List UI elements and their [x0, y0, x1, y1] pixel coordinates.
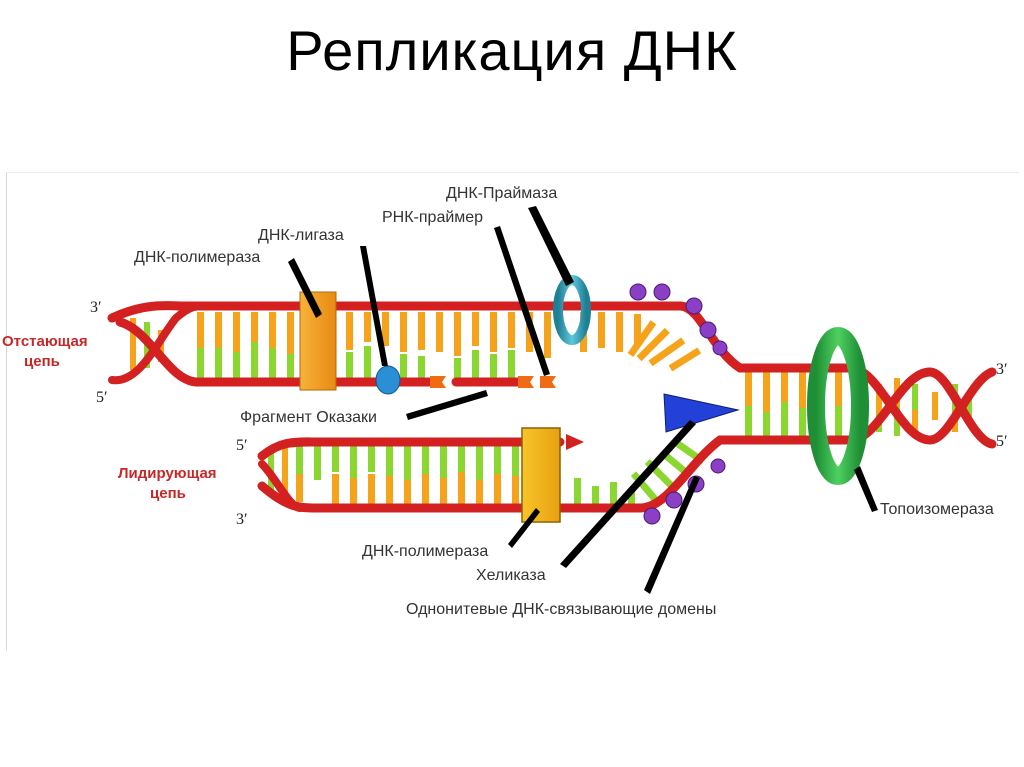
label-okazaki-fragment: Фрагмент Оказаки [240, 409, 377, 426]
end-label-right-5: 5′ [996, 433, 1008, 450]
leader-lines [288, 206, 878, 594]
end-label-right-3: 3′ [996, 361, 1008, 378]
dna-ligase [376, 366, 400, 394]
dna-polymerase-leading [522, 428, 560, 522]
label-dna-polymerase-top: ДНК-полимераза [134, 249, 260, 266]
label-helicase: Хеликаза [476, 567, 546, 584]
lagging-template-strand [112, 306, 850, 368]
end-label-bottom-5: 5′ [236, 437, 248, 454]
leading-direction-arrow [566, 434, 584, 450]
lagging-template-rungs [197, 312, 641, 380]
label-topoisomerase: Топоизомераза [880, 501, 994, 518]
label-rna-primer: РНК-праймер [382, 209, 483, 226]
label-dna-primase: ДНК-Праймаза [446, 185, 557, 202]
end-label-top-5: 5′ [96, 389, 108, 406]
label-ssb: Однонитевые ДНК-связывающие домены [406, 601, 716, 618]
end-label-top-3: 3′ [90, 299, 102, 316]
label-leading-strand-1: Лидирующая [118, 465, 217, 482]
helicase [664, 394, 738, 432]
end-label-bottom-3: 3′ [236, 511, 248, 528]
label-lagging-strand-1: Отстающая [2, 333, 88, 350]
rna-primer-1 [430, 376, 446, 388]
label-leading-strand-2: цепь [150, 485, 186, 502]
rna-primer-3 [540, 376, 556, 388]
label-dna-ligase: ДНК-лигаза [258, 227, 344, 244]
label-dna-polymerase-bottom: ДНК-полимераза [362, 543, 488, 560]
leading-template-rungs [296, 446, 635, 506]
label-lagging-strand-2: цепь [24, 353, 60, 370]
rna-primer-2 [518, 376, 534, 388]
